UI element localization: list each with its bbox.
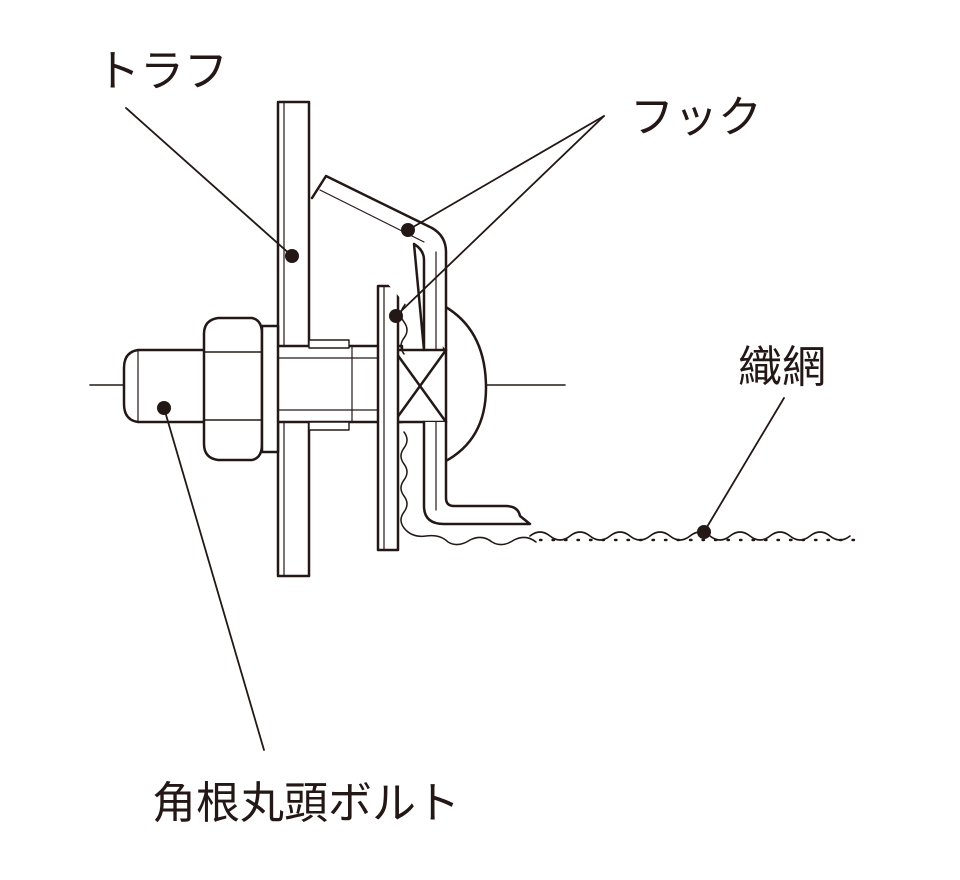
leader-mesh — [703, 397, 785, 533]
bolt-thread-end — [122, 348, 210, 424]
dot-trough — [285, 249, 299, 263]
woven-mesh — [529, 531, 851, 541]
dot-hook-1 — [401, 223, 415, 237]
square-neck — [392, 348, 448, 424]
label-woven-mesh: 織網 — [738, 342, 826, 393]
hook-bent-strip — [310, 174, 532, 526]
leader-hook-1 — [407, 115, 605, 231]
label-bolt: 角根丸頭ボルト — [152, 778, 460, 829]
washer — [308, 339, 350, 349]
leader-hook-2 — [395, 115, 605, 317]
leader-bolt — [163, 407, 265, 751]
dot-mesh — [697, 525, 711, 539]
bolt-round-head — [442, 304, 488, 464]
label-hook: フック — [630, 92, 762, 143]
label-trough: トラフ — [96, 46, 228, 97]
leader-trough — [125, 107, 293, 257]
hex-nut — [202, 316, 280, 462]
dot-hook-2 — [389, 309, 403, 323]
hook-inner-strip — [376, 284, 400, 552]
trough-plate — [276, 100, 311, 578]
dot-bolt — [157, 401, 171, 415]
